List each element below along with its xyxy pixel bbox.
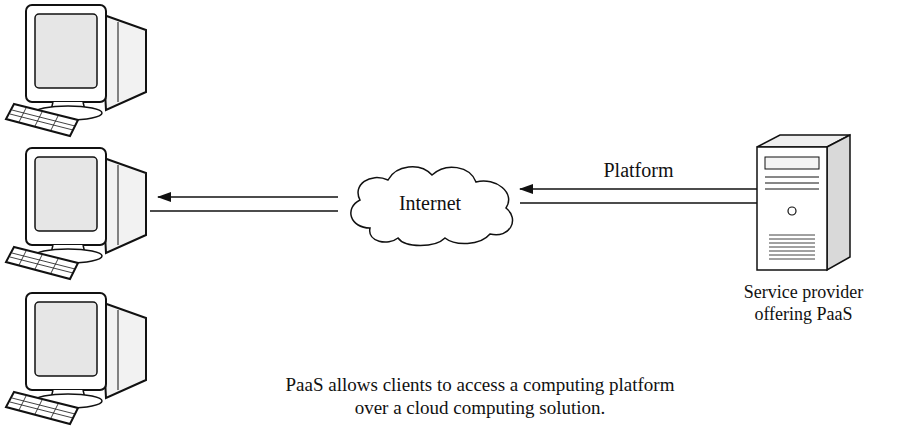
client-computer xyxy=(6,5,146,136)
client-computer xyxy=(6,293,146,424)
node-caption: Service provider offering PaaS xyxy=(729,282,879,325)
client-computer xyxy=(6,148,146,279)
connector-label: Platform xyxy=(604,159,674,182)
double-line-arrow xyxy=(520,189,757,203)
server-tower xyxy=(757,135,850,270)
figure-caption: PaaS allows clients to access a computin… xyxy=(280,374,680,420)
internet-to-client-arrow xyxy=(150,197,338,211)
cloud-node: Internet xyxy=(340,158,520,248)
node-label: Internet xyxy=(340,191,520,215)
server-node: Service provider offering PaaS xyxy=(757,135,850,270)
